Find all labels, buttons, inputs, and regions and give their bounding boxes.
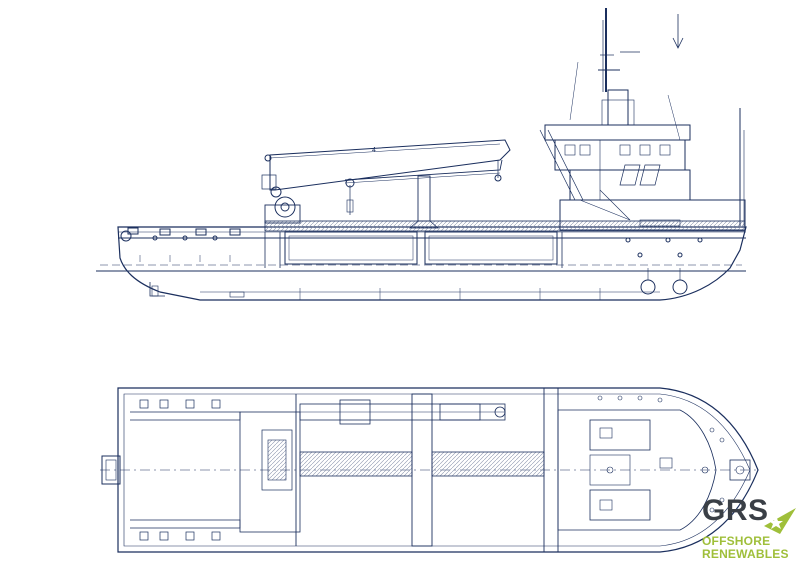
side-profile-view: 4	[96, 8, 747, 301]
deck-outline	[117, 387, 759, 553]
logo-tagline-line1: OFFSHORE	[702, 534, 771, 548]
stern-roller	[120, 230, 132, 242]
logo-tagline-line2: RENEWABLES	[702, 547, 789, 561]
star-icon	[764, 508, 796, 534]
cargo-grating-aft	[299, 451, 413, 477]
grs-logo: GRS OFFSHORE RENEWABLES	[700, 494, 798, 572]
logo-brand: GRS	[702, 494, 769, 527]
crane-label: 4	[372, 147, 376, 154]
crane-boom-plan	[299, 399, 506, 425]
cargo-grating-fwd	[431, 451, 545, 477]
cargo-hold-fwd	[424, 231, 558, 265]
thruster-circle	[672, 279, 688, 295]
cargo-hold-aft	[284, 231, 418, 265]
forecastle	[557, 395, 751, 531]
deck-crane: 4	[261, 139, 511, 229]
stern-roller-plan	[101, 455, 121, 485]
plan-view	[100, 387, 760, 553]
superstructure	[539, 8, 746, 295]
hull-outline	[117, 226, 747, 301]
